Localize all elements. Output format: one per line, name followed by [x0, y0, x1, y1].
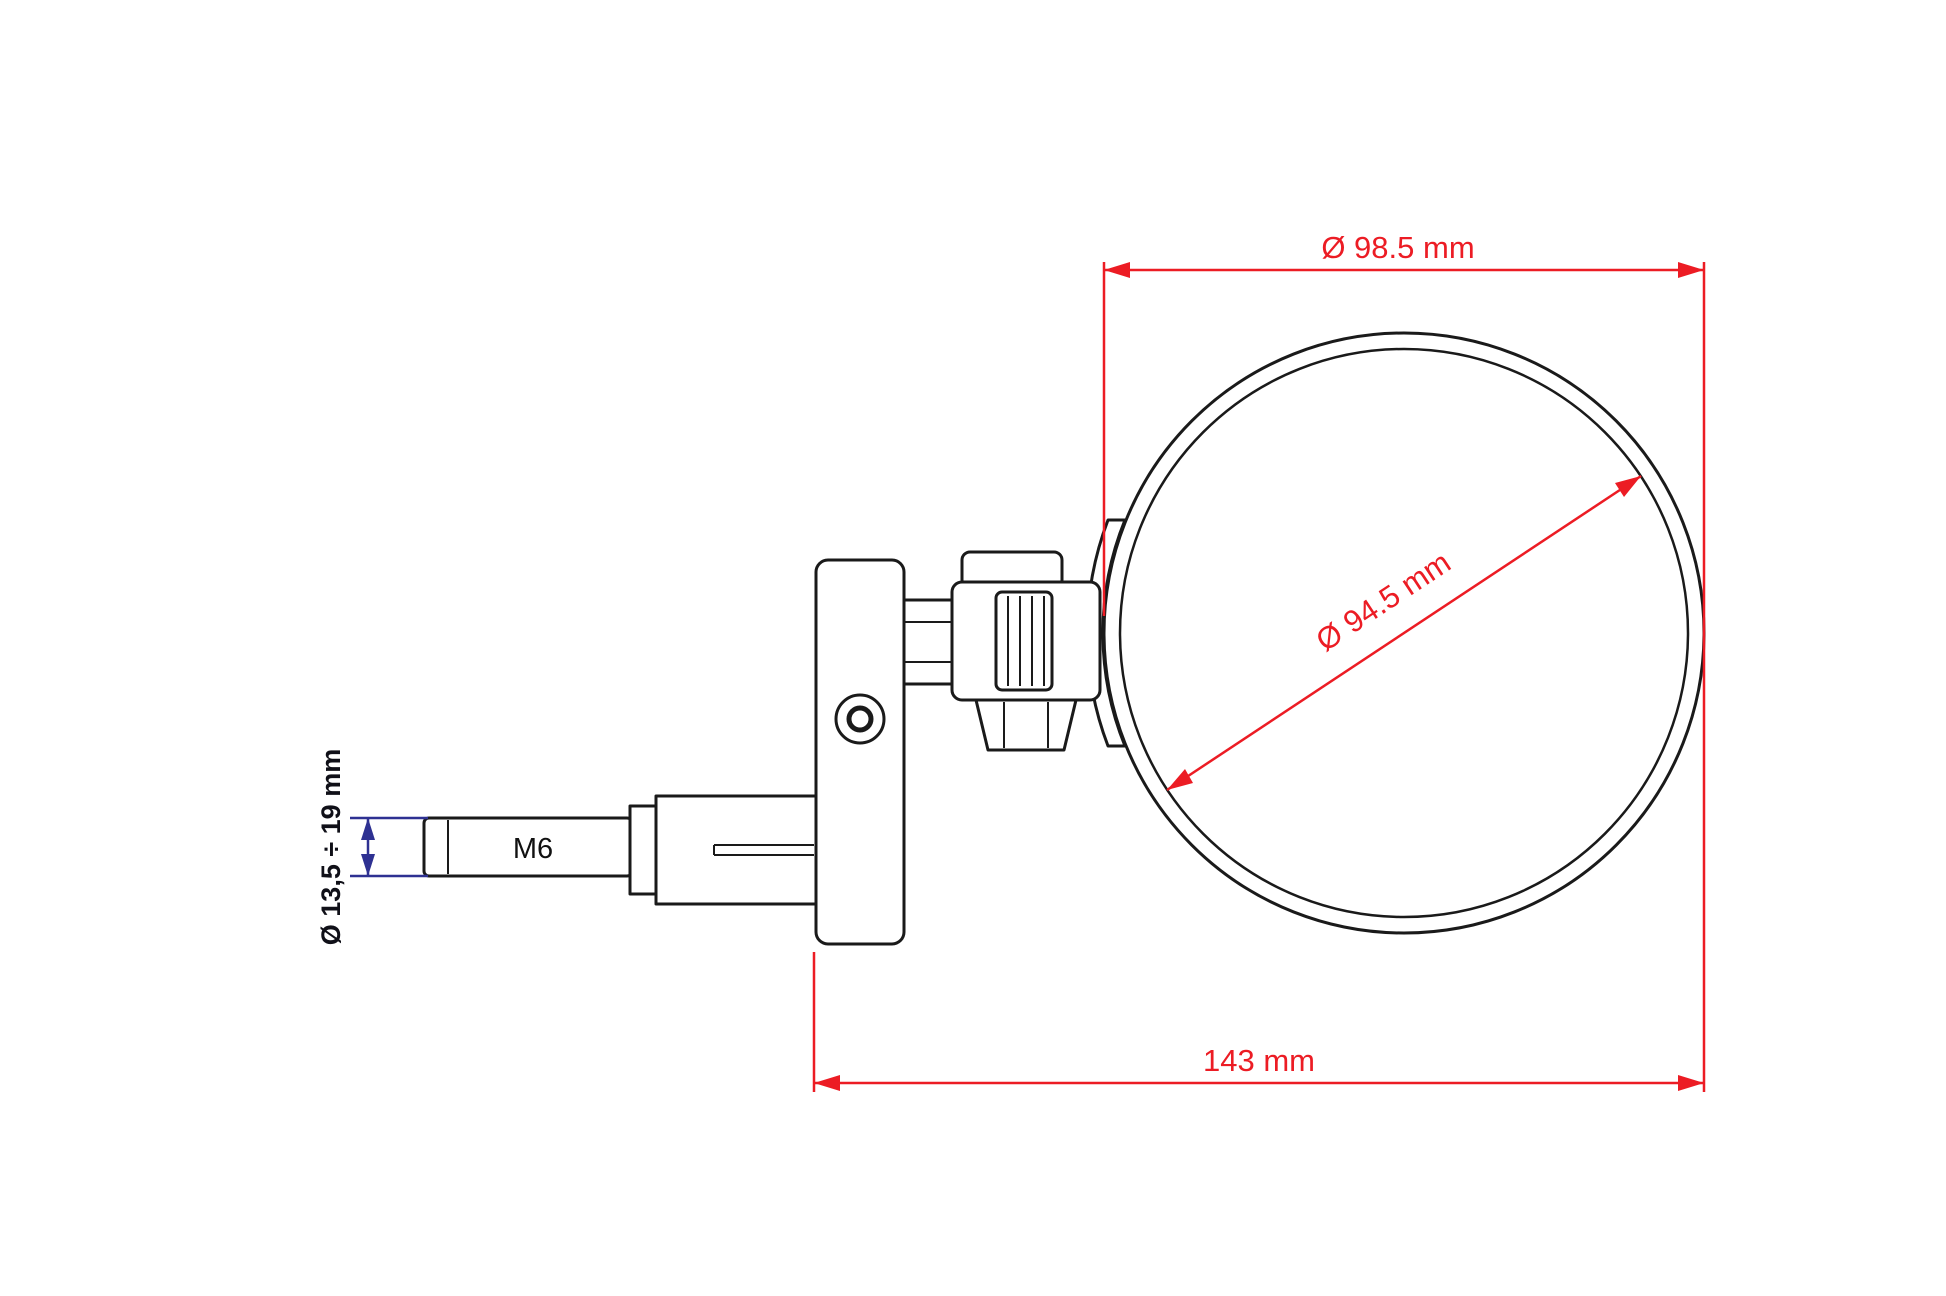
hinge-assembly [902, 550, 1102, 752]
thread-label: M6 [513, 833, 553, 865]
mount-arm-body [814, 558, 906, 946]
hinge-nut [974, 698, 1078, 752]
fork-link [902, 598, 958, 686]
mirror-inner-circle [1118, 347, 1690, 919]
dim-total-length: 143 mm [812, 952, 1704, 1092]
stud-assembly: M6 [422, 794, 822, 906]
hinge-pin [994, 590, 1054, 692]
dim-arrowhead-right [1678, 1075, 1704, 1091]
dim-arrowhead-left [1104, 262, 1130, 278]
dim-arrowhead-up [361, 818, 375, 840]
dim-outer-diameter-label: Ø 98.5 mm [1321, 230, 1474, 265]
pivot-screw-head [834, 693, 886, 745]
dim-arrowhead-right [1678, 262, 1704, 278]
adapter-sleeve [654, 794, 822, 906]
dim-outer-diameter: Ø 98.5 mm [1102, 230, 1706, 1092]
dim-arrowhead-upper [1615, 476, 1641, 497]
dim-clamp-range-label: Ø 13,5 ÷ 19 mm [316, 749, 346, 945]
dim-arrowhead-left [814, 1075, 840, 1091]
mount-arm [814, 558, 906, 946]
dim-line [1166, 474, 1642, 792]
dim-clamp-range: Ø 13,5 ÷ 19 mm [316, 749, 428, 945]
pivot-screw-socket [846, 705, 874, 733]
stud-washer [628, 804, 658, 896]
dim-arrowhead-down [361, 854, 375, 876]
dim-total-length-label: 143 mm [1203, 1043, 1315, 1078]
dim-arrowhead-lower [1167, 769, 1193, 790]
